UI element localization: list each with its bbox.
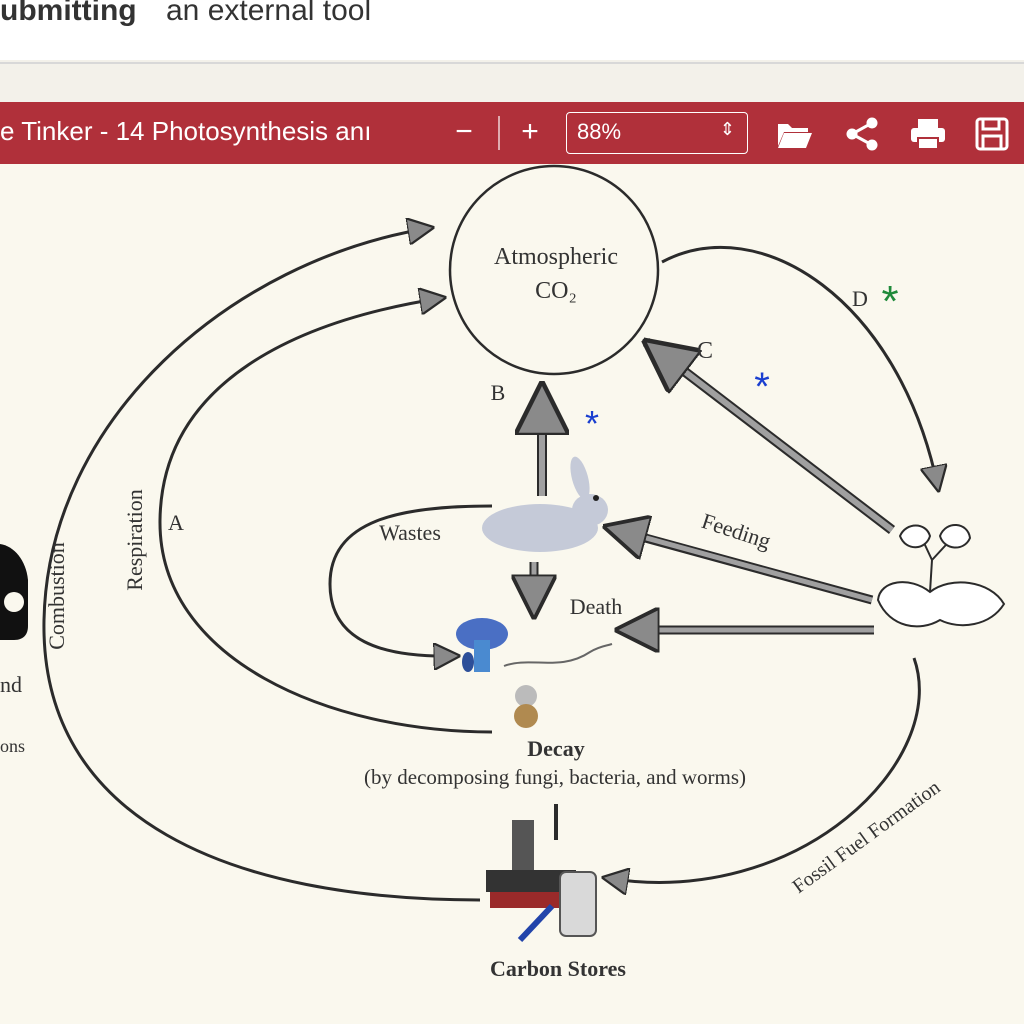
car-icon [0, 544, 28, 640]
asterisk-blue-b: * [585, 403, 599, 444]
zoom-out-button[interactable]: − [455, 115, 473, 148]
partial-text-nd: nd [0, 672, 22, 697]
combustion-label: Combustion [44, 542, 69, 650]
feeding-arrow [610, 528, 873, 603]
bacteria-icon [514, 685, 538, 728]
wastes-arrow [328, 504, 493, 656]
label-c: C [697, 338, 713, 364]
oil-rig-icon [486, 820, 597, 943]
respiration-label: Respiration [122, 489, 147, 590]
label-b: B [491, 380, 506, 405]
document-title: e Tinker - 14 Photosynthesis anı [0, 116, 372, 146]
toolbar-separator [498, 116, 500, 150]
fossil-fuel-arrow [606, 657, 921, 882]
document-toolbar: e Tinker - 14 Photosynthesis anı − + 88%… [0, 102, 1024, 164]
decay-label: Decay [527, 736, 584, 761]
carbon-stores-label: Carbon Stores [490, 956, 626, 981]
zoom-value: 88% [577, 119, 622, 144]
fossil-fuel-label: Fossil Fuel Formation [789, 776, 945, 898]
respiration-arrow [158, 298, 493, 734]
save-icon[interactable] [972, 116, 1012, 152]
combustion-arrow [42, 228, 481, 902]
decay-detail-label: (by decomposing fungi, bacteria, and wor… [364, 765, 746, 789]
wastes-label: Wastes [379, 520, 441, 545]
carbon-cycle-diagram: Atmospheric CO₂ [42, 164, 1006, 981]
header-divider [0, 62, 1024, 64]
death-label: Death [570, 594, 623, 619]
zoom-in-button[interactable]: + [521, 115, 539, 148]
worm-icon [503, 643, 613, 667]
atmosphere-circle [448, 164, 660, 376]
header-strip: ubmitting an external tool [0, 0, 1024, 60]
share-icon[interactable] [842, 116, 882, 152]
asterisk-blue-c: * [754, 365, 770, 409]
rabbit-icon [482, 456, 608, 552]
atmospheric-label: Atmospheric [494, 244, 618, 270]
external-tool-text: an external tool [166, 0, 372, 27]
label-d: D [852, 286, 868, 311]
co2-label: CO₂ [535, 278, 577, 304]
asterisk-green-d: * [881, 277, 898, 326]
feeding-label: Feeding [699, 508, 774, 554]
folder-icon[interactable] [774, 116, 814, 152]
partial-text-ons: ons [0, 736, 26, 756]
zoom-dropdown-icon: ⇕ [719, 119, 735, 139]
label-a: A [168, 510, 184, 535]
submitting-text: ubmitting [0, 0, 137, 27]
print-icon[interactable] [908, 116, 948, 152]
arrow-d [661, 245, 938, 488]
zoom-select[interactable]: 88% ⇕ [566, 112, 748, 154]
arrow-c [650, 345, 894, 533]
plant-icon [876, 524, 1006, 628]
mushroom-icon [456, 618, 508, 672]
